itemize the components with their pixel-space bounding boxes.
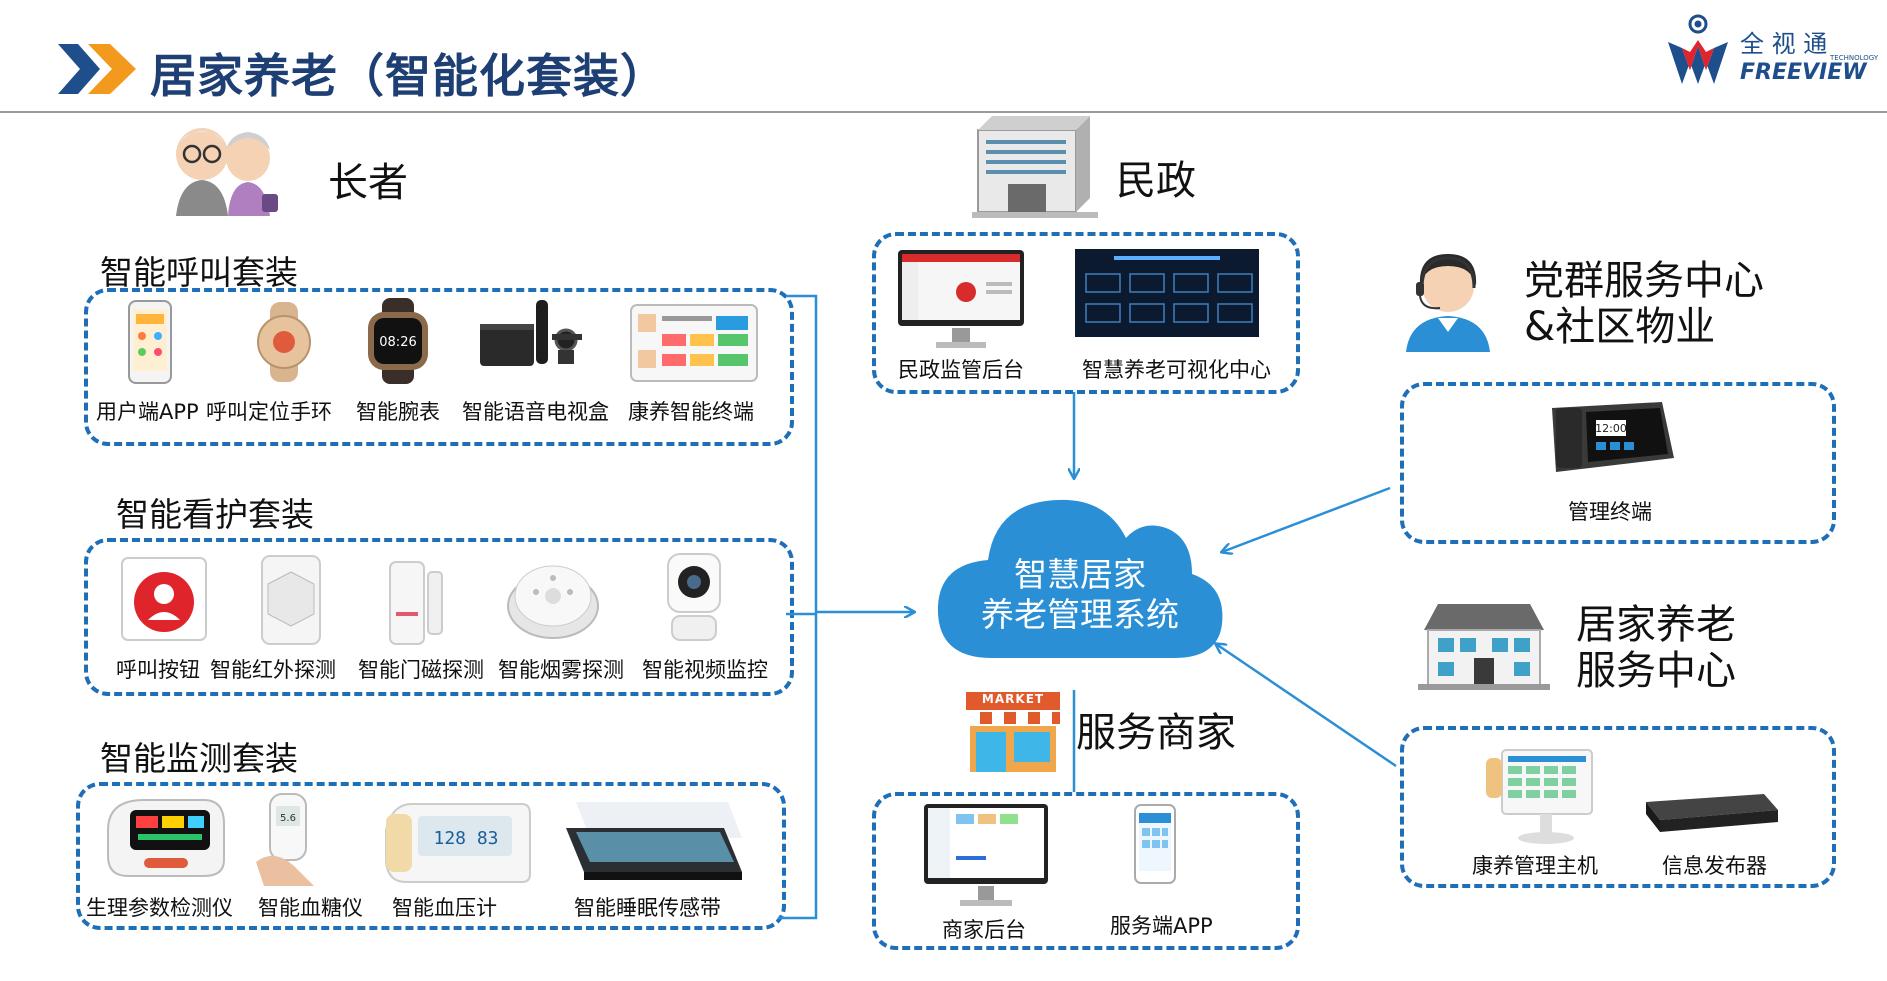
- civil-item-label: 智慧养老可视化中心: [1082, 358, 1271, 382]
- party-center-line1: 党群服务中心: [1524, 258, 1764, 304]
- call-kit-box: [84, 288, 794, 446]
- store-icon: [966, 692, 1060, 772]
- cloud-icon: [937, 499, 1223, 658]
- service-app-phone: [1134, 804, 1176, 888]
- door-sensor-device: [386, 560, 446, 650]
- market-store-icon: MARKET: [964, 690, 1062, 774]
- tv-box-device: [474, 300, 594, 374]
- double-chevron-icon: [58, 44, 136, 94]
- merchant-item-label: 商家后台: [942, 918, 1026, 942]
- homecare-center-box: [1400, 726, 1836, 888]
- civil-item-label: 民政监管后台: [898, 358, 1024, 382]
- wristband-device: [248, 302, 320, 386]
- call-item-label: 康养智能终端: [628, 400, 754, 424]
- vital-signs-monitor-device: [104, 790, 228, 884]
- call-button-device: [120, 554, 208, 648]
- cloud-line1: 智慧居家: [1014, 555, 1146, 594]
- sleep-sensor-belt-device: [556, 798, 746, 892]
- care-host-device: [1484, 746, 1594, 850]
- customer-service-agent-icon: [1406, 254, 1490, 352]
- page-title: 居家养老（智能化套装）: [150, 49, 667, 103]
- management-system-cloud: 智慧居家 养老管理系统: [930, 478, 1230, 678]
- phone-app-device: [128, 300, 172, 388]
- care-item-label: 呼叫按钮: [116, 658, 200, 682]
- government-building-icon: [972, 116, 1098, 218]
- party-center-box: [1400, 382, 1836, 544]
- party-item-label: 管理终端: [1568, 500, 1652, 524]
- care-item-label: 智能烟雾探测: [498, 658, 624, 682]
- market-sign: MARKET: [981, 692, 1045, 706]
- merchant-box: [872, 792, 1300, 950]
- merchant-title: 服务商家: [1076, 710, 1236, 756]
- care-kit-title: 智能看护套装: [116, 495, 314, 534]
- homecare-center-line1: 居家养老: [1576, 602, 1736, 648]
- party-center-line2: &社区物业: [1524, 304, 1716, 350]
- logo-tech-text: TECHNOLOGY: [1830, 54, 1879, 62]
- call-item-label: 智能腕表: [356, 400, 440, 424]
- management-terminal-device: 12:00: [1548, 398, 1678, 480]
- homecare-item-label: 康养管理主机: [1472, 854, 1598, 878]
- care-item-label: 智能红外探测: [210, 658, 336, 682]
- civil-affairs-title: 民政: [1116, 158, 1196, 204]
- visualization-center-screen: [1074, 248, 1260, 342]
- glucose-meter-device: 5.6: [254, 792, 320, 892]
- smoke-detector-device: [506, 556, 600, 644]
- bp-reading-text: 128 83: [433, 828, 498, 849]
- supervision-backend-monitor: [896, 248, 1026, 354]
- care-kit-box: [84, 538, 794, 696]
- call-item-label: 智能语音电视盒: [462, 400, 609, 424]
- terminal-screen-time: 12:00: [1595, 422, 1627, 435]
- call-item-label: 呼叫定位手环: [206, 400, 332, 424]
- logo-mark-icon: [1668, 14, 1728, 84]
- monitor-item-label: 智能睡眠传感带: [574, 896, 721, 920]
- homecare-item-label: 信息发布器: [1662, 854, 1767, 878]
- blood-pressure-meter-device: 128 83: [382, 800, 532, 888]
- monitor-item-label: 智能血糖仪: [258, 896, 363, 920]
- care-item-label: 智能门磁探测: [358, 658, 484, 682]
- smartwatch-device: 08:26: [362, 298, 434, 388]
- header-divider: [0, 111, 1887, 113]
- homecare-center-line2: 服务中心: [1576, 648, 1736, 694]
- monitor-kit-box: [76, 782, 786, 930]
- merchant-backend-monitor: [922, 802, 1050, 914]
- monitor-kit-title: 智能监测套装: [100, 739, 298, 778]
- care-terminal-device: [630, 304, 758, 386]
- call-kit-title: 智能呼叫套装: [100, 253, 298, 292]
- call-item-label: 用户端APP: [96, 400, 199, 424]
- elderly-couple-icon: [176, 128, 278, 216]
- header: 居家养老（智能化套装） 全 视 通 TECHNOLOGY FREEVIEW: [0, 0, 1887, 113]
- video-camera-device: [664, 552, 724, 648]
- svg-text:5.6: 5.6: [280, 813, 296, 824]
- infrared-sensor-device: [260, 554, 322, 650]
- cloud-line2: 养老管理系统: [981, 595, 1179, 634]
- elder-title: 长者: [328, 160, 408, 206]
- civil-affairs-box: [872, 232, 1300, 394]
- brand-logo: 全 视 通 TECHNOLOGY FREEVIEW: [1660, 6, 1878, 88]
- watch-time-text: 08:26: [379, 335, 416, 350]
- logo-cn-text: 全 视 通: [1740, 30, 1828, 58]
- monitor-item-label: 智能血压计: [392, 896, 497, 920]
- logo-en-text: FREEVIEW: [1740, 60, 1867, 85]
- monitor-item-label: 生理参数检测仪: [86, 896, 233, 920]
- merchant-item-label: 服务端APP: [1110, 914, 1213, 938]
- care-item-label: 智能视频监控: [642, 658, 768, 682]
- info-publisher-device: [1644, 786, 1780, 840]
- service-center-building-icon: [1418, 604, 1550, 690]
